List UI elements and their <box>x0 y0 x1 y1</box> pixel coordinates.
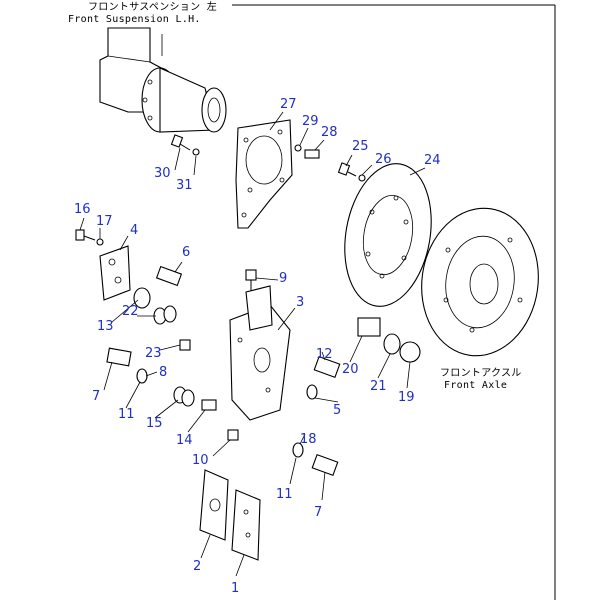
axle-caption-en: Front Axle <box>444 380 508 391</box>
bolt-part-28 <box>294 144 320 159</box>
ring-part-18 <box>292 442 304 458</box>
bolt-part-10 <box>227 429 239 441</box>
fitting-part-14 <box>201 399 217 411</box>
pin-part-7 <box>106 347 132 367</box>
front-suspension-assembly <box>99 27 227 133</box>
ring-part-8 <box>136 368 148 384</box>
cap-part-19 <box>399 341 421 363</box>
piston-part-20 <box>357 317 381 337</box>
callout-20: 20 <box>342 362 359 377</box>
bracket-part-27 <box>235 119 293 229</box>
callout-21: 21 <box>370 379 387 394</box>
callout-14: 14 <box>176 433 193 448</box>
pin-part-12 <box>313 355 341 379</box>
callout-4: 4 <box>130 223 139 238</box>
callout-17: 17 <box>96 214 113 229</box>
axle-caption-jp: フロントアクスル <box>440 368 522 379</box>
callout-2: 2 <box>193 559 202 574</box>
bolt-part-9 <box>245 269 257 292</box>
callout-5: 5 <box>333 403 342 418</box>
suspension-caption-jp: フロントサスペンション 左 <box>88 2 218 13</box>
callout-25: 25 <box>352 139 369 154</box>
brake-pad-part-2 <box>199 469 229 541</box>
callout-1: 1 <box>231 581 240 596</box>
callout-28: 28 <box>321 125 338 140</box>
bolt-part-16 <box>75 229 104 246</box>
callout-31: 31 <box>176 178 193 193</box>
brake-pad-part-1 <box>231 489 261 561</box>
pin-part-6 <box>155 265 183 287</box>
bolt-part-25 <box>337 162 366 182</box>
callout-8: 8 <box>159 365 168 380</box>
callout-9: 9 <box>279 271 288 286</box>
callout-3: 3 <box>296 295 305 310</box>
callout-13: 13 <box>97 319 114 334</box>
callout-27: 27 <box>280 97 297 112</box>
bushing-part-13 <box>133 287 151 309</box>
callout-23: 23 <box>145 346 162 361</box>
callout-24: 24 <box>424 153 441 168</box>
callout-7-lower: 7 <box>314 505 323 520</box>
pin-part-7-lower <box>311 453 339 477</box>
front-axle-hub <box>421 207 539 357</box>
leader-lines <box>79 111 426 577</box>
callout-10: 10 <box>192 453 209 468</box>
plate-part-4 <box>99 245 131 301</box>
callout-16: 16 <box>74 202 91 217</box>
seal-part-5 <box>306 384 318 400</box>
washer-part-22 <box>153 305 177 325</box>
bolt-part-30 <box>170 134 200 156</box>
callout-22: 22 <box>122 304 139 319</box>
callout-7-upper: 7 <box>92 389 101 404</box>
caliper-body-part-3 <box>229 285 291 421</box>
callout-30: 30 <box>154 166 171 181</box>
brake-disc-part-24 <box>344 163 432 307</box>
callout-11-upper: 11 <box>118 407 135 422</box>
callout-26: 26 <box>375 152 392 167</box>
callout-18: 18 <box>300 432 317 447</box>
seal-part-21 <box>383 333 401 355</box>
callout-29: 29 <box>302 114 319 129</box>
callout-19: 19 <box>398 390 415 405</box>
callout-12: 12 <box>316 347 333 362</box>
callout-15: 15 <box>146 416 163 431</box>
callout-11-lower: 11 <box>276 487 293 502</box>
nipple-part-23 <box>179 339 191 351</box>
suspension-caption-en: Front Suspension L.H. <box>68 14 201 25</box>
callout-6: 6 <box>182 245 191 260</box>
washer-part-15 <box>173 386 195 407</box>
